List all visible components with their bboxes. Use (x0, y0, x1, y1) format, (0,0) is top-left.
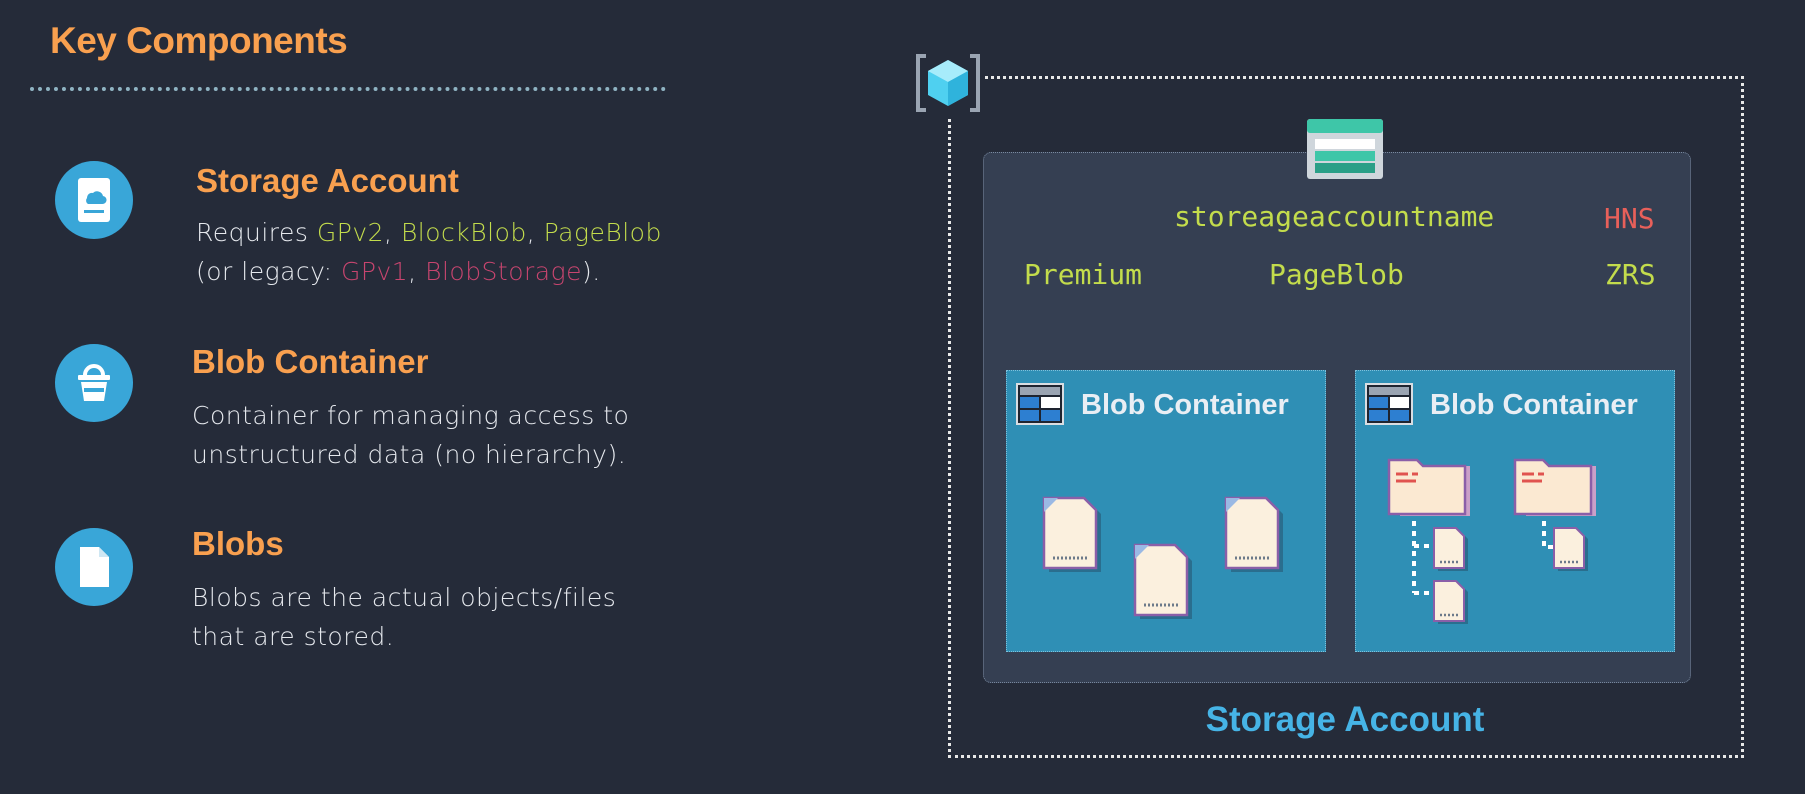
account-name: storeageaccountname (1174, 200, 1495, 233)
text-fragment: , (526, 218, 544, 247)
description-line: Requires GPv2, BlockBlob, PageBlob (196, 213, 662, 252)
blob-file-icon (1042, 496, 1101, 572)
container-icon (1365, 383, 1413, 425)
text-fragment: , (384, 218, 401, 247)
text-fragment: ). (582, 257, 601, 286)
title-divider (30, 87, 666, 91)
account-kind: PageBlob (1269, 258, 1404, 291)
blobs-description: Blobs are the actual objects/files that … (192, 578, 616, 656)
text-fragment: Requires (196, 218, 317, 247)
description-line: unstructured data (no hierarchy). (192, 440, 627, 469)
blob-file-icon (1553, 527, 1588, 571)
description-line: Blobs are the actual objects/files (192, 583, 617, 612)
kind-gpv1: GPv1 (341, 257, 409, 286)
storage-account-icon (1305, 117, 1385, 185)
blob-file-icon (1433, 527, 1468, 571)
text-fragment: (or legacy: (196, 257, 342, 286)
description-line: (or legacy: GPv1, BlobStorage). (196, 252, 662, 291)
hns-label: HNS (1604, 202, 1655, 235)
storage-account-label: Storage Account (1205, 700, 1485, 739)
blob-file-icon (1133, 543, 1192, 619)
storage-account-icon (55, 161, 133, 239)
file-icon (55, 528, 133, 606)
hierarchy-connectors (1412, 521, 1558, 595)
text-fragment: , (408, 257, 426, 286)
bucket-icon (55, 344, 133, 422)
blob-container-title: Blob Container (1081, 389, 1289, 421)
blob-container-box: Blob Container (1355, 370, 1675, 652)
description-line: Container for managing access to (192, 401, 630, 430)
resource-group-boundary (948, 76, 1744, 758)
blob-file-icon (1224, 496, 1283, 572)
folder-icon (1387, 458, 1470, 516)
blob-file-icon (1433, 580, 1468, 624)
kind-blockblob: BlockBlob (400, 218, 527, 247)
performance-tier: Premium (1024, 258, 1143, 291)
redundancy: ZRS (1605, 258, 1656, 291)
blob-container-title: Blob Container (1430, 389, 1638, 421)
page-title: Key Components (50, 20, 348, 61)
storage-account-description: Requires GPv2, BlockBlob, PageBlob (or l… (196, 213, 662, 291)
folder-icon (1513, 458, 1596, 516)
kind-blobstorage: BlobStorage (425, 257, 583, 286)
description-line: that are stored. (192, 622, 395, 651)
blob-container-description: Container for managing access to unstruc… (192, 396, 629, 474)
blob-container-heading: Blob Container (192, 343, 429, 380)
container-icon (1016, 383, 1064, 425)
storage-account-heading: Storage Account (196, 162, 459, 199)
resource-group-icon (912, 50, 984, 120)
blobs-heading: Blobs (192, 525, 284, 562)
blob-container-box: Blob Container (1006, 370, 1326, 652)
kind-gpv2: GPv2 (316, 218, 385, 247)
kind-pageblob: PageBlob (543, 218, 662, 247)
